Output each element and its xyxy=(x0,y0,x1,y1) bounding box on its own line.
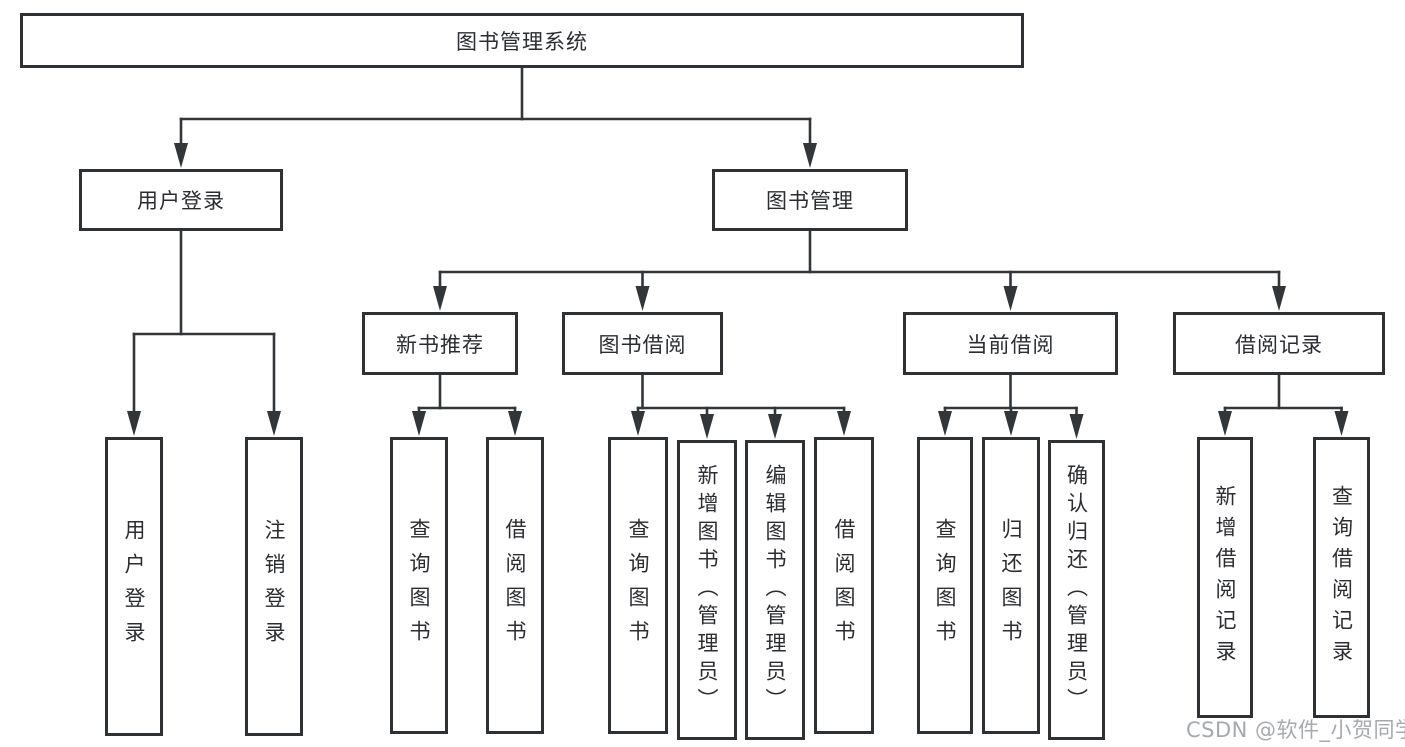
node-label: 注销登录 xyxy=(262,518,286,655)
arrowhead-icon xyxy=(174,143,188,168)
node-leaf-user-login: 用户登录 xyxy=(105,437,163,736)
node-borrow-records: 借阅记录 xyxy=(1173,312,1385,375)
node-label: 当前借阅 xyxy=(966,332,1055,357)
node-bb-add: 新增图书（管理员） xyxy=(677,440,737,740)
arrowhead-icon xyxy=(837,411,851,436)
node-label: 新增借阅记录 xyxy=(1213,484,1237,671)
node-label: 查询图书 xyxy=(407,517,431,654)
arrowhead-icon xyxy=(803,143,817,168)
node-book-borrow: 图书借阅 xyxy=(562,312,723,375)
arrowhead-icon xyxy=(1218,411,1232,436)
node-cb-query: 查询图书 xyxy=(917,437,973,734)
node-label: 图书管理系统 xyxy=(456,29,588,54)
node-leaf-logout: 注销登录 xyxy=(245,437,303,736)
arrowhead-icon xyxy=(635,286,650,311)
node-user-login-branch: 用户登录 xyxy=(79,169,283,231)
node-label: 借阅记录 xyxy=(1235,332,1323,357)
node-current-borrow: 当前借阅 xyxy=(903,312,1118,375)
node-bb-edit: 编辑图书（管理员） xyxy=(745,440,805,740)
node-label: 归还图书 xyxy=(999,517,1023,654)
node-label: 查询图书 xyxy=(933,517,957,654)
node-label: 借阅图书 xyxy=(503,517,527,654)
node-label: 编辑图书（管理员） xyxy=(763,464,787,716)
arrowhead-icon xyxy=(508,411,522,436)
node-label: 借阅图书 xyxy=(832,517,856,654)
arrowhead-icon xyxy=(700,414,714,439)
arrowhead-icon xyxy=(631,411,645,436)
node-label: 图书借阅 xyxy=(598,332,687,357)
arrowhead-icon xyxy=(1334,411,1349,436)
arrowhead-icon xyxy=(127,411,141,436)
node-br-add: 新增借阅记录 xyxy=(1197,437,1253,718)
arrowhead-icon xyxy=(938,411,952,436)
arrowhead-icon xyxy=(768,414,782,439)
node-label: 查询图书 xyxy=(626,517,650,654)
node-label: 新增图书（管理员） xyxy=(695,464,719,716)
arrowhead-icon xyxy=(267,411,281,436)
node-label: 新书推荐 xyxy=(396,332,484,357)
node-cb-confirm: 确认归还（管理员） xyxy=(1048,440,1105,740)
watermark: CSDN @软件_小贺同学 xyxy=(1186,718,1405,742)
arrowhead-icon xyxy=(1004,411,1018,436)
arrowhead-icon xyxy=(433,286,447,311)
node-book-mgmt: 图书管理 xyxy=(712,169,908,231)
node-label: 确认归还（管理员） xyxy=(1064,464,1089,716)
arrowhead-icon xyxy=(1003,286,1018,311)
node-cb-return: 归还图书 xyxy=(982,437,1040,734)
node-root: 图书管理系统 xyxy=(20,13,1024,68)
node-br-query: 查询借阅记录 xyxy=(1313,437,1370,718)
node-nb-query: 查询图书 xyxy=(390,437,448,734)
node-bb-borrow: 借阅图书 xyxy=(814,437,874,734)
arrowhead-icon xyxy=(1272,286,1286,311)
node-bb-query: 查询图书 xyxy=(608,437,668,734)
arrowhead-icon xyxy=(412,411,426,436)
node-nb-borrow: 借阅图书 xyxy=(486,437,544,734)
node-label: 查询借阅记录 xyxy=(1329,484,1354,671)
node-new-book-rec: 新书推荐 xyxy=(362,312,518,375)
arrowhead-icon xyxy=(1069,414,1084,439)
node-label: 图书管理 xyxy=(766,189,854,213)
node-label: 用户登录 xyxy=(137,189,225,213)
node-label: 用户登录 xyxy=(122,518,146,655)
